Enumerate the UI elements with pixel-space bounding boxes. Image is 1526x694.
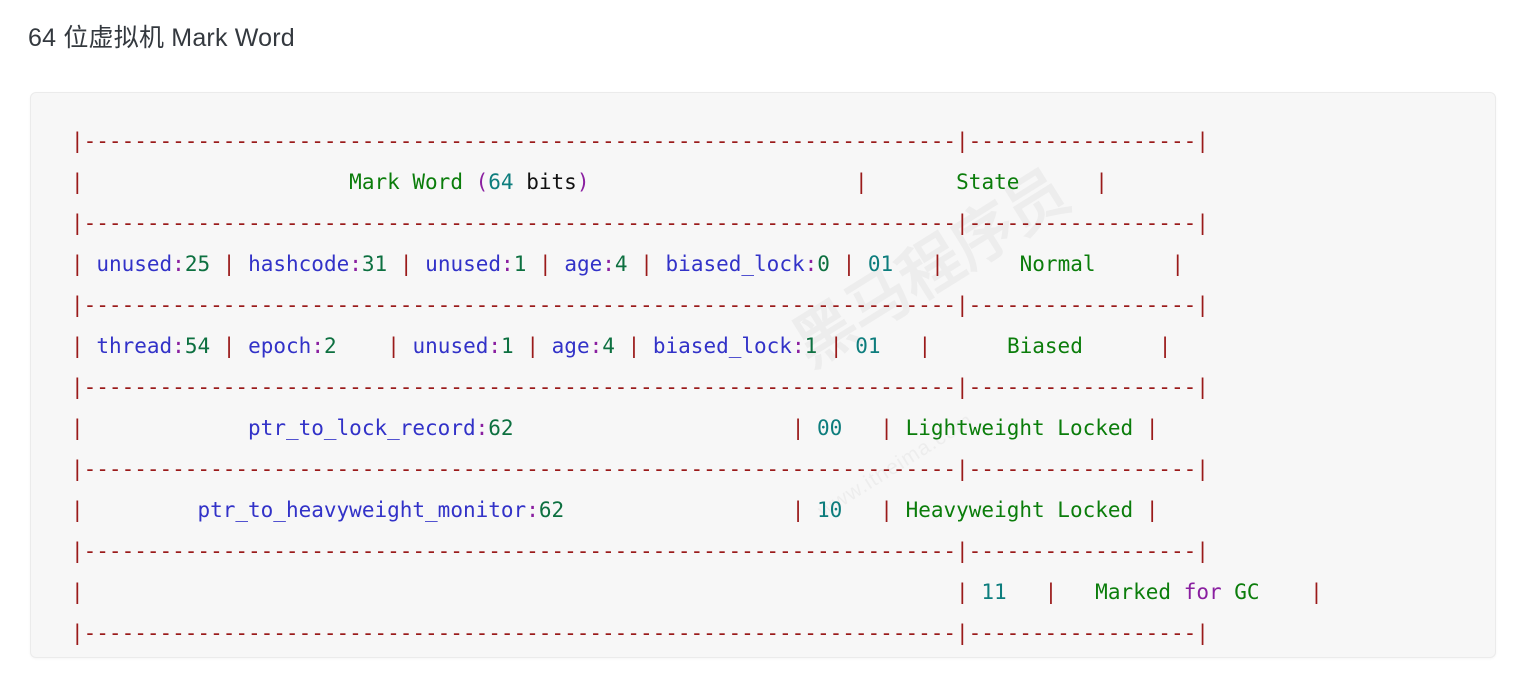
row-pipe: | [71, 252, 84, 276]
row-1-state: Biased [1006, 334, 1083, 358]
row-0-field-2-name: unused [425, 252, 502, 276]
row-0-field-3-value: 4 [614, 252, 628, 276]
row-pipe: | [222, 334, 236, 358]
colon: : [501, 252, 514, 276]
row-pipe: | [854, 170, 868, 194]
header-bits-count: 64 [488, 170, 514, 194]
row-2-lock-bits: 00 [817, 416, 843, 440]
row-pipe: | [1095, 170, 1108, 194]
row-pipe: | [1310, 580, 1323, 604]
row-1-field-3-name: age [551, 334, 590, 358]
table-border-sep-3: |---------------------------------------… [71, 375, 1209, 399]
row-pipe: | [526, 334, 539, 358]
colon: : [488, 334, 502, 358]
row-pipe: | [71, 498, 84, 522]
colon: : [791, 334, 805, 358]
table-border-sep-5: |---------------------------------------… [71, 539, 1209, 563]
row-pipe: | [791, 416, 805, 440]
row-3-pointer-value: 62 [538, 498, 565, 522]
row-1-field-4-value: 1 [804, 334, 818, 358]
row-pipe: | [71, 580, 84, 604]
table-border-sep-4: |---------------------------------------… [71, 457, 1209, 481]
header-state-label: State [956, 170, 1020, 194]
row-4-state-word-2: for [1183, 580, 1222, 604]
row-2-state: Lightweight Locked [905, 416, 1134, 440]
header-mark-word-label: Mark Word [349, 170, 463, 194]
row-1-field-4-name: biased_lock [652, 334, 792, 358]
table-border-top: |---------------------------------------… [71, 129, 1209, 153]
row-pipe: | [1171, 252, 1185, 276]
row-0-field-1-value: 31 [361, 252, 388, 276]
colon: : [526, 498, 539, 522]
row-3-pointer-name: ptr_to_heavyweight_monitor [197, 498, 527, 522]
row-0-state: Normal [1019, 252, 1096, 276]
row-pipe: | [931, 252, 944, 276]
row-4-lock-bits: 11 [981, 580, 1007, 604]
colon: : [589, 334, 603, 358]
row-pipe: | [791, 498, 805, 522]
row-4-state-word-1: Marked [1095, 580, 1172, 604]
colon: : [311, 334, 324, 358]
row-0-field-4-value: 0 [817, 252, 830, 276]
row-pipe: | [399, 252, 413, 276]
colon: : [602, 252, 615, 276]
row-pipe: | [539, 252, 552, 276]
colon: : [172, 252, 185, 276]
table-border-sep-1: |---------------------------------------… [71, 211, 1209, 235]
row-pipe: | [1145, 498, 1159, 522]
header-open-paren: ( [475, 170, 489, 194]
row-pipe: | [627, 334, 641, 358]
row-pipe: | [829, 334, 843, 358]
colon: : [804, 252, 818, 276]
row-1-lock-bits: 01 [855, 334, 881, 358]
row-1-field-2-name: unused [412, 334, 489, 358]
colon: : [475, 416, 489, 440]
row-1-field-3-value: 4 [602, 334, 615, 358]
row-0-field-0-name: unused [96, 252, 173, 276]
row-0-lock-bits: 01 [867, 252, 894, 276]
row-pipe: | [842, 252, 856, 276]
mark-word-ascii-table: |---------------------------------------… [31, 93, 1323, 654]
row-pipe: | [71, 416, 84, 440]
colon: : [349, 252, 362, 276]
row-pipe: | [1158, 334, 1172, 358]
row-2-pointer-name: ptr_to_lock_record [248, 416, 476, 440]
colon: : [172, 334, 185, 358]
row-pipe: | [880, 498, 893, 522]
code-block: 黑马程序员 www.itheima.com |-----------------… [30, 92, 1496, 658]
table-border-sep-2: |---------------------------------------… [71, 293, 1209, 317]
row-1-field-1-value: 2 [323, 334, 337, 358]
row-0-field-0-value: 25 [184, 252, 211, 276]
row-3-state: Heavyweight Locked [905, 498, 1134, 522]
row-pipe: | [387, 334, 400, 358]
row-pipe: | [880, 416, 893, 440]
row-pipe: | [71, 334, 84, 358]
row-1-field-0-name: thread [96, 334, 173, 358]
row-0-field-3-name: age [564, 252, 603, 276]
header-bits-word: bits [526, 170, 577, 194]
row-0-field-1-name: hashcode [248, 252, 350, 276]
page-title: 64 位虚拟机 Mark Word [28, 24, 295, 52]
row-pipe: | [1145, 416, 1159, 440]
row-4-state-word-3: GC [1234, 580, 1260, 604]
row-pipe: | [640, 252, 653, 276]
row-pipe: | [222, 252, 236, 276]
header-close-paren: ) [576, 170, 590, 194]
row-pipe: | [71, 170, 84, 194]
table-border-bottom: |---------------------------------------… [71, 621, 1209, 645]
row-0-field-4-name: biased_lock [665, 252, 805, 276]
row-pipe: | [918, 334, 932, 358]
row-0-field-2-value: 1 [513, 252, 527, 276]
row-1-field-1-name: epoch [248, 334, 312, 358]
row-1-field-2-value: 1 [501, 334, 514, 358]
row-pipe: | [956, 580, 969, 604]
row-pipe: | [1044, 580, 1058, 604]
row-2-pointer-value: 62 [488, 416, 514, 440]
row-3-lock-bits: 10 [817, 498, 843, 522]
row-1-field-0-value: 54 [184, 334, 211, 358]
